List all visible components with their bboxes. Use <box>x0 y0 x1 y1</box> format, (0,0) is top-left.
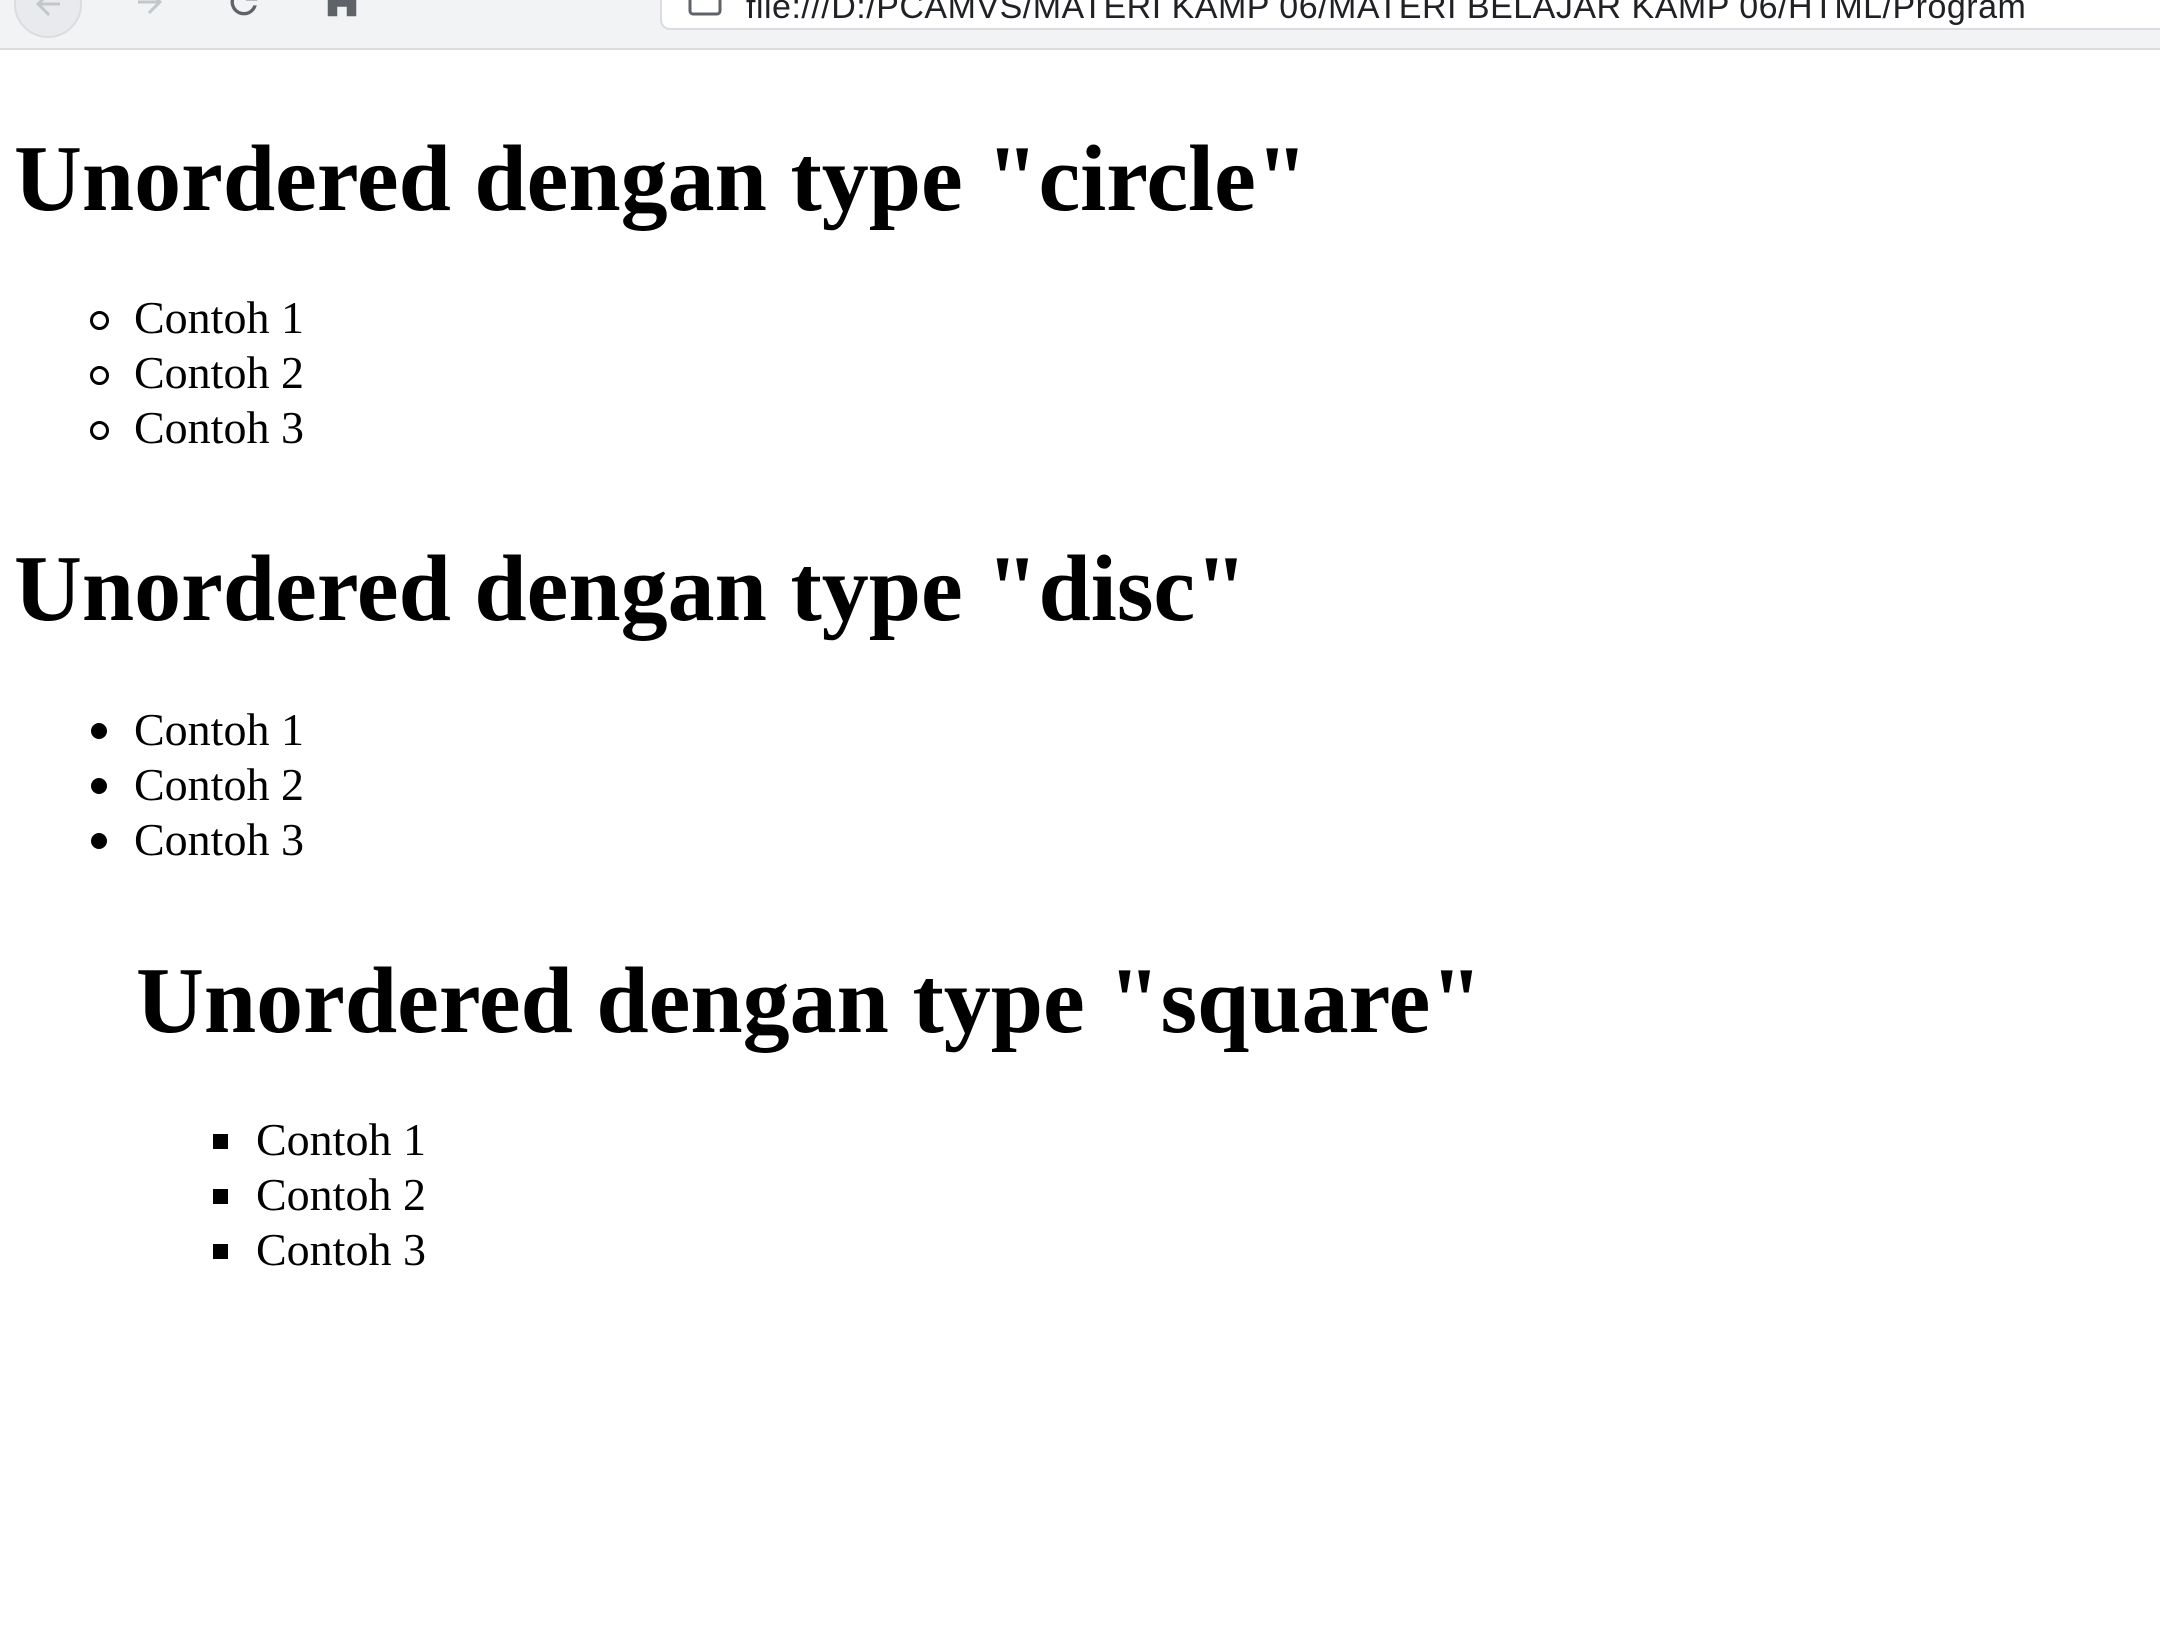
url-text[interactable]: file:///D:/PCAMVS/MATERI KAMP 06/MATERI … <box>746 0 2027 26</box>
list-item-label: Contoh 2 <box>134 347 304 398</box>
disc-bullet-icon <box>91 778 107 794</box>
forward-button[interactable] <box>118 0 182 34</box>
square-bullet-icon <box>213 1189 228 1204</box>
list-item: Contoh 1 <box>213 1112 426 1167</box>
square-list: Contoh 1 Contoh 2 Contoh 3 <box>213 1112 426 1277</box>
section-heading: Unordered dengan type "disc" <box>14 537 1248 641</box>
square-bullet-icon <box>213 1134 228 1149</box>
list-item-label: Contoh 2 <box>256 1169 426 1220</box>
section-circle: Unordered dengan type "circle" Contoh 1 … <box>14 127 1309 453</box>
disc-list: Contoh 1 Contoh 2 Contoh 3 <box>91 702 304 867</box>
disc-bullet-icon <box>91 723 107 739</box>
circle-bullet-icon <box>90 366 109 385</box>
reload-icon <box>230 0 258 16</box>
square-bullet-icon <box>213 1244 228 1259</box>
arrow-right-icon <box>138 0 162 14</box>
file-icon <box>688 0 722 16</box>
address-bar[interactable]: file:///D:/PCAMVS/MATERI KAMP 06/MATERI … <box>660 0 2160 30</box>
home-button[interactable] <box>310 0 374 34</box>
list-item-label: Contoh 1 <box>134 704 304 755</box>
list-item-label: Contoh 3 <box>134 814 304 865</box>
back-button[interactable] <box>14 0 82 38</box>
home-icon <box>327 0 357 17</box>
circle-list: Contoh 1 Contoh 2 Contoh 3 <box>90 290 304 455</box>
list-item-label: Contoh 3 <box>134 402 304 453</box>
section-disc: Unordered dengan type "disc" Contoh 1 Co… <box>14 537 1248 865</box>
list-item: Contoh 3 <box>213 1222 426 1277</box>
list-item-label: Contoh 2 <box>134 759 304 810</box>
circle-bullet-icon <box>90 421 109 440</box>
browser-toolbar: file:///D:/PCAMVS/MATERI KAMP 06/MATERI … <box>0 0 2160 50</box>
list-item: Contoh 2 <box>90 345 304 400</box>
list-item: Contoh 1 <box>90 290 304 345</box>
section-square: Unordered dengan type "square" Contoh 1 … <box>136 949 1483 1275</box>
disc-bullet-icon <box>91 833 107 849</box>
section-heading: Unordered dengan type "square" <box>136 949 1483 1053</box>
list-item: Contoh 2 <box>91 757 304 812</box>
list-item-label: Contoh 1 <box>134 292 304 343</box>
list-item: Contoh 2 <box>213 1167 426 1222</box>
section-heading: Unordered dengan type "circle" <box>14 127 1309 231</box>
list-item: Contoh 1 <box>91 702 304 757</box>
list-item-label: Contoh 1 <box>256 1114 426 1165</box>
circle-bullet-icon <box>90 311 109 330</box>
list-item: Contoh 3 <box>90 400 304 455</box>
list-item: Contoh 3 <box>91 812 304 867</box>
arrow-left-icon <box>36 0 60 16</box>
list-item-label: Contoh 3 <box>256 1224 426 1275</box>
reload-button[interactable] <box>212 0 276 34</box>
